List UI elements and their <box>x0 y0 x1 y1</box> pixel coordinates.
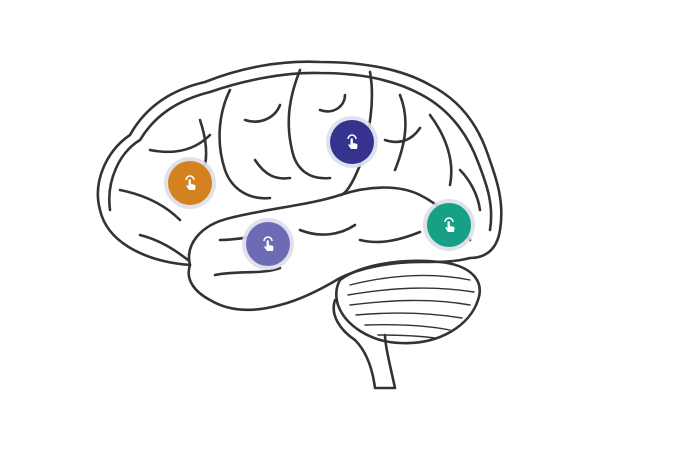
hotspot-frontal[interactable] <box>168 161 212 205</box>
cerebrum-outline <box>96 60 503 312</box>
hotspot-parietal[interactable] <box>330 120 374 164</box>
brainstem <box>332 298 397 390</box>
tap-icon <box>185 175 196 190</box>
tap-icon <box>444 217 455 232</box>
tap-icon <box>263 236 274 251</box>
cortex-inner-outline <box>108 71 493 232</box>
hotspot-occipital[interactable] <box>427 203 471 247</box>
cerebellum <box>334 259 481 345</box>
cerebellum-folia <box>347 274 475 339</box>
hotspot-temporal[interactable] <box>246 222 290 266</box>
tap-icon <box>347 134 358 149</box>
